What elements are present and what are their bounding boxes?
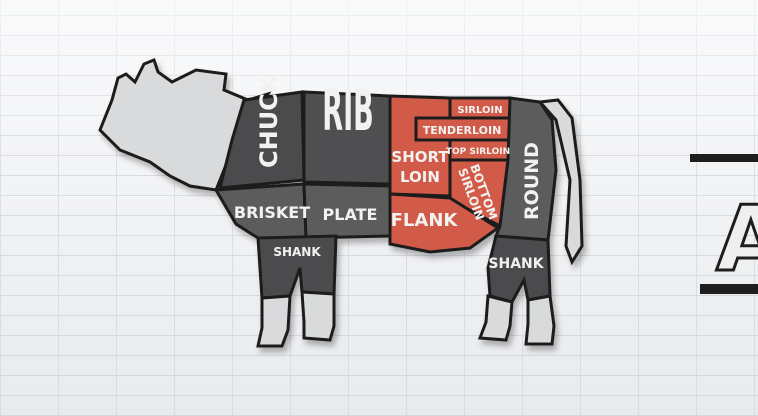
cut-chuck xyxy=(218,90,306,190)
rear-hoof-left xyxy=(477,294,514,342)
cow-head xyxy=(98,58,272,192)
label-sirloin: SIRLOIN xyxy=(457,105,502,116)
label-chuck: CHUCK xyxy=(255,73,283,168)
label-plate: PLATE xyxy=(323,205,378,224)
rear-hoof-right xyxy=(524,294,556,346)
label-brisket: BRISKET xyxy=(234,203,310,222)
partial-wall-sign: A xyxy=(690,154,758,294)
label-tenderloin: TENDERLOIN xyxy=(423,124,502,137)
label-top-sirloin: TOP SIRLOIN xyxy=(446,147,510,157)
front-hoof-right xyxy=(300,290,336,342)
cut-rear-shank xyxy=(486,234,552,304)
front-hoof-left xyxy=(256,294,292,348)
label-front-shank: SHANK xyxy=(273,245,321,259)
label-short-loin-2: LOIN xyxy=(400,168,440,186)
sign-top-bar xyxy=(690,154,758,162)
label-rear-shank: SHANK xyxy=(488,256,544,272)
cut-flank xyxy=(388,192,501,254)
sign-letter: A xyxy=(716,187,758,292)
label-short-loin-1: SHORT xyxy=(391,148,449,166)
cow-tail xyxy=(536,98,584,266)
cut-labels: CHUCK RIB SIRLOIN TENDERLOIN TOP SIRLOIN… xyxy=(234,73,545,272)
cow-sign xyxy=(98,58,584,348)
label-round: ROUND xyxy=(521,142,543,220)
label-rib: RIB xyxy=(322,78,373,144)
sign-bottom-bar xyxy=(700,284,758,294)
label-flank: FLANK xyxy=(391,210,459,231)
